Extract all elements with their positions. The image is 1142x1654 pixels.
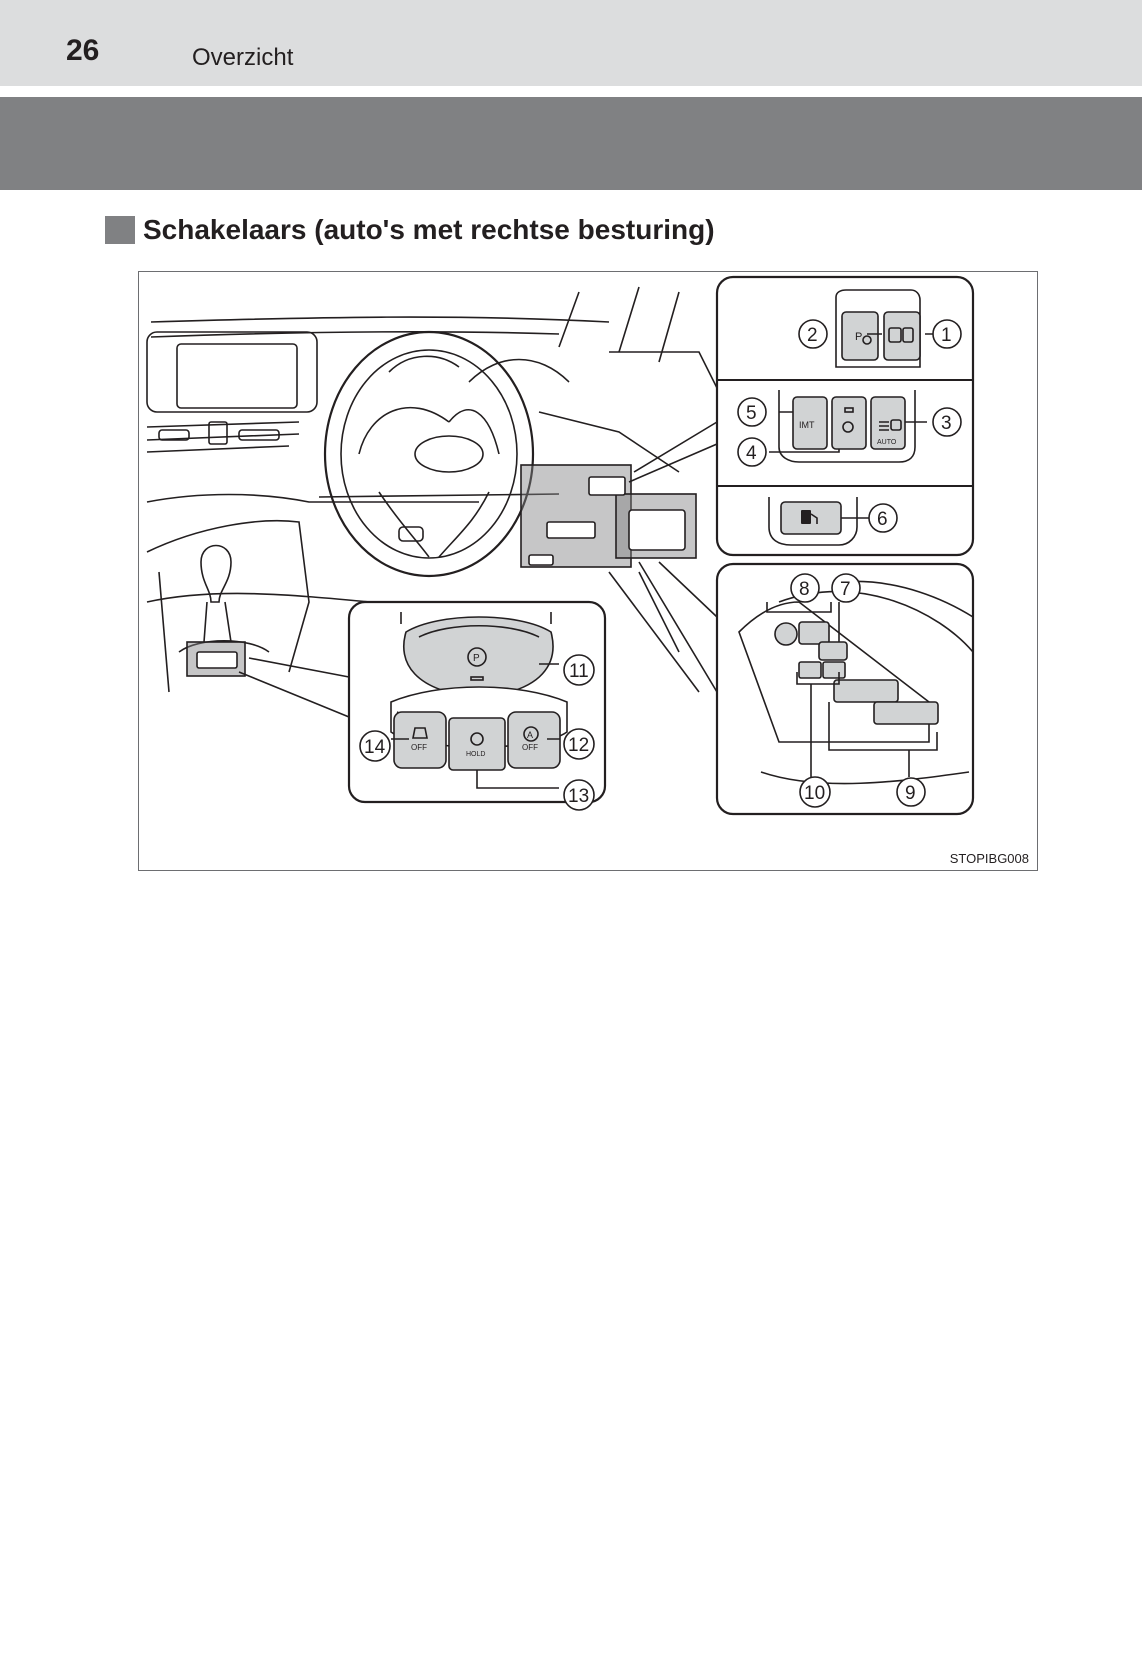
header-band [0, 97, 1142, 190]
svg-text:AUTO: AUTO [877, 439, 897, 446]
svg-text:9: 9 [905, 783, 916, 804]
svg-text:1: 1 [941, 325, 952, 346]
svg-text:13: 13 [568, 786, 589, 807]
svg-text:5: 5 [746, 403, 757, 424]
svg-text:P: P [855, 331, 862, 343]
chapter-title: Overzicht [192, 44, 294, 71]
svg-text:6: 6 [877, 509, 888, 530]
section-title: Schakelaars (auto's met rechtse besturin… [143, 214, 715, 245]
section-heading: Schakelaars (auto's met rechtse besturin… [105, 213, 715, 247]
svg-text:HOLD: HOLD [466, 751, 485, 758]
switches-illustration: P IMT AUTO [138, 271, 1038, 871]
steering-wheel [323, 330, 535, 578]
svg-text:A: A [527, 730, 533, 740]
svg-text:10: 10 [804, 783, 825, 804]
callout-numbers: 1 2 3 4 5 6 7 8 9 10 11 12 13 14 [359, 319, 962, 811]
svg-text:4: 4 [746, 443, 757, 464]
svg-text:11: 11 [569, 661, 589, 682]
svg-text:P: P [473, 653, 480, 664]
svg-text:12: 12 [568, 735, 589, 756]
square-bullet-icon [105, 216, 135, 244]
figure-id: STOPIBG008 [949, 851, 1029, 866]
page-number: 26 [66, 34, 100, 67]
svg-text:OFF: OFF [522, 743, 538, 752]
svg-text:8: 8 [799, 579, 810, 600]
inset-console-switches: P OFF HOLD A OFF [347, 600, 607, 804]
gear-lever [178, 544, 270, 653]
svg-text:14: 14 [364, 737, 386, 758]
svg-text:2: 2 [807, 325, 818, 346]
svg-text:3: 3 [941, 413, 952, 434]
svg-text:OFF: OFF [411, 743, 427, 752]
dashboard-drawing [146, 286, 720, 718]
svg-text:7: 7 [840, 579, 851, 600]
inset-door-switches [715, 562, 975, 816]
inset-upper-switches: P IMT AUTO [715, 275, 975, 557]
page-header-bar [0, 0, 1142, 86]
svg-text:IMT: IMT [799, 420, 815, 430]
